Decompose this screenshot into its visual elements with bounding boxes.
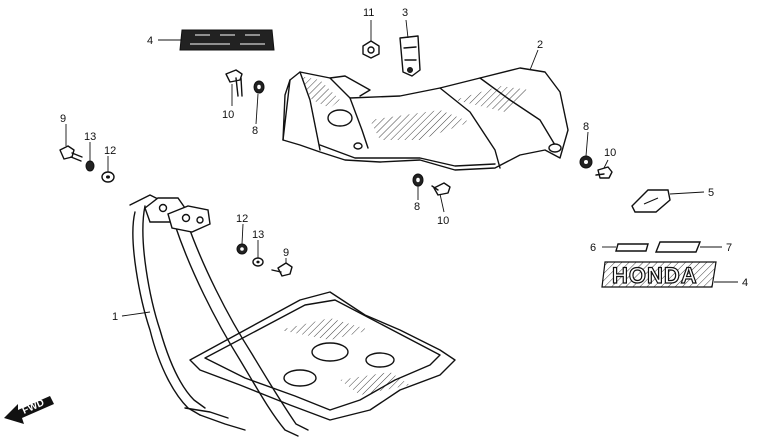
decal-part-top bbox=[179, 29, 275, 51]
callout-13-center: 13 bbox=[252, 229, 264, 241]
washer-part-top bbox=[253, 80, 265, 94]
washer-part-12-center bbox=[236, 243, 248, 255]
callout-9-left: 9 bbox=[60, 113, 66, 125]
honda-emblem-text: HONDA bbox=[612, 263, 698, 288]
fwd-arrow-icon: FWD bbox=[4, 396, 54, 424]
callout-9-center: 9 bbox=[283, 247, 289, 259]
callout-13-left: 13 bbox=[84, 131, 96, 143]
callout-labels: 4 11 3 2 10 8 9 13 12 8 10 8 10 12 13 9 … bbox=[60, 7, 748, 323]
callout-7: 7 bbox=[726, 242, 732, 254]
leader-lines bbox=[65, 19, 738, 317]
callout-2: 2 bbox=[537, 39, 543, 51]
emblem-part-5 bbox=[631, 189, 671, 213]
bolt-part-center bbox=[271, 262, 293, 277]
bolt-part-mid bbox=[431, 182, 451, 196]
callout-5: 5 bbox=[708, 187, 714, 199]
fwd-label: FWD bbox=[21, 397, 46, 416]
callout-12-center: 12 bbox=[236, 213, 248, 225]
stripe-part-7 bbox=[654, 241, 702, 253]
callout-6: 6 bbox=[590, 242, 596, 254]
clip-part bbox=[399, 35, 421, 77]
callout-8-mid: 8 bbox=[414, 201, 420, 213]
washer-part-13-left bbox=[85, 160, 95, 172]
washer-part-12-left bbox=[101, 171, 115, 183]
bolt-part-top bbox=[225, 69, 243, 97]
washer-part-right bbox=[579, 155, 593, 169]
washer-part-mid bbox=[412, 173, 424, 187]
fender-cover-part bbox=[282, 67, 569, 171]
stripe-part-6 bbox=[615, 243, 649, 252]
honda-emblem-part: HONDA bbox=[601, 261, 717, 289]
callout-3: 3 bbox=[402, 7, 408, 19]
callout-1: 1 bbox=[112, 311, 118, 323]
callout-10-right: 10 bbox=[604, 147, 616, 159]
frame-rail-part bbox=[129, 194, 456, 437]
callout-10-mid: 10 bbox=[437, 215, 449, 227]
washer-part-13-center bbox=[252, 257, 264, 267]
nut-part bbox=[362, 40, 380, 59]
callout-12-left: 12 bbox=[104, 145, 116, 157]
callout-11: 11 bbox=[363, 7, 374, 19]
bolt-part-left bbox=[59, 145, 83, 162]
callout-4-bottom: 4 bbox=[742, 277, 748, 289]
callout-10-top: 10 bbox=[222, 109, 234, 121]
callout-8-top: 8 bbox=[252, 125, 258, 137]
callout-8-right: 8 bbox=[583, 121, 589, 133]
bolt-part-right bbox=[595, 166, 613, 179]
callout-4-top: 4 bbox=[147, 35, 153, 47]
